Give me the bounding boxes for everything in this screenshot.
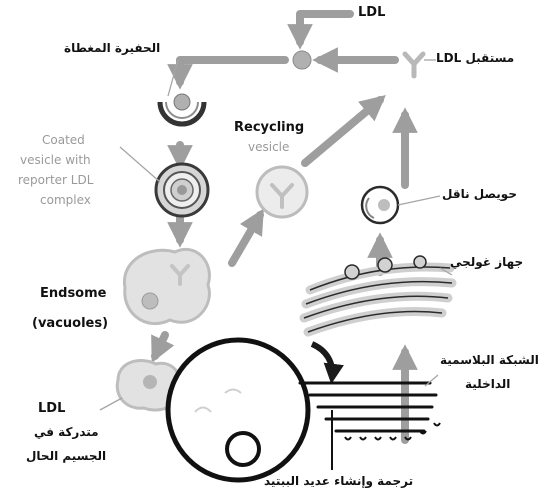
coated-vesicle-label-line3: reporter LDL: [18, 173, 94, 187]
translation-label: ترجمة وإنشاء عديد الببتيد: [264, 474, 414, 488]
arrow-recycling-to-membrane: [301, 95, 386, 167]
leader-er: [424, 374, 439, 387]
leader-coated-pit: [167, 59, 179, 97]
mrna-export-arrow: [310, 341, 344, 385]
er-label-line1: الشبكة البلاسمية: [440, 353, 539, 367]
coated-vesicle-label-line2: vesicle with: [20, 153, 91, 167]
endosome-icon: [123, 247, 211, 326]
rough-er-icon: [298, 381, 438, 433]
er-label-line2: الداخلية: [465, 377, 511, 391]
leader-transport: [397, 195, 441, 206]
ldl-receptor-label: مستقبل LDL: [436, 51, 515, 65]
recycling-vesicle-icon: [255, 165, 309, 219]
lysosome-label-line2: الجسيم الحال: [26, 449, 107, 463]
recycling-vesicle-label: vesicle: [248, 140, 290, 154]
arrow-endosome-to-lysosome: [151, 331, 175, 363]
leader-golgi: [439, 267, 453, 276]
arrow-ldl-entry: [287, 10, 354, 50]
ldl-entry-label: LDL: [358, 5, 386, 20]
ribosome-icons: [344, 422, 441, 441]
ldl-lysosome-label: LDL: [38, 401, 66, 416]
golgi-label: جهاز غولجي: [450, 255, 524, 269]
coated-vesicle-icon: [154, 162, 210, 218]
leader-coated-vesicle: [119, 146, 161, 183]
nucleus-icon: [165, 337, 311, 483]
ldl-particle-icon: [292, 50, 312, 70]
leader-lysosome: [99, 397, 123, 411]
coated-pit-icon: [157, 93, 207, 127]
endosome-label: Endsome: [40, 286, 107, 301]
recycling-label: Recycling: [234, 120, 305, 135]
transport-vesicle-label: حويصل ناقل: [442, 187, 517, 201]
arrow-junction-to-pit: [167, 56, 289, 90]
receptor-icon: [402, 51, 426, 79]
transport-vesicle-icon: [360, 185, 400, 225]
golgi-icon: [299, 255, 457, 337]
coated-vesicle-label-line1: Coated: [42, 133, 85, 147]
coated-pit-label: الحفيرة المغطاة: [64, 41, 161, 55]
arrow-endosome-to-recycling: [228, 208, 264, 267]
vacuoles-label: (vacuoles): [32, 316, 109, 331]
coated-vesicle-label-line4: complex: [40, 193, 91, 207]
lysosome-label-line1: متدركة في: [34, 425, 99, 439]
